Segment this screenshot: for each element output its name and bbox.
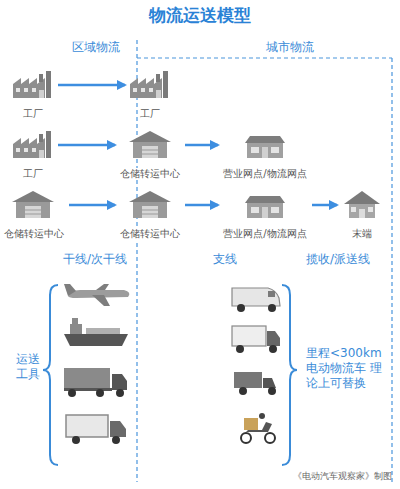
site-name: 仓储转运中心: [119, 228, 181, 240]
truck-icon: [64, 368, 127, 397]
logistics-site: 仓储转运中心: [118, 188, 182, 241]
tricycle-icon: [234, 372, 276, 395]
flow-arrow: [69, 204, 115, 207]
van-icon: [232, 288, 280, 312]
node-icons: [12, 71, 380, 218]
logistics-site: 工厂: [128, 68, 172, 121]
brace: [43, 285, 297, 465]
logistics-site: 营业网点/物流网点: [221, 128, 309, 181]
section-label: 干线/次干线: [63, 252, 127, 267]
flow-arrow: [58, 84, 125, 87]
section-label: 里程<300km 电动物流车 理论上可替换: [306, 346, 388, 391]
section-label: 区域物流: [72, 40, 120, 55]
section-label: 城市物流: [266, 40, 314, 55]
flow-arrow: [185, 144, 218, 147]
light-truck-icon: [232, 326, 280, 353]
site-name: 营业网点/物流网点: [222, 228, 307, 240]
flow-arrow: [185, 204, 218, 207]
logistics-site: 仓储转运中心: [118, 128, 182, 181]
logistics-site: 工厂: [11, 68, 55, 121]
site-name: 工厂: [139, 108, 161, 120]
logistics-site: 营业网点/物流网点: [221, 188, 309, 241]
region-frame: [137, 40, 392, 482]
diagram-title: 物流运送模型: [0, 4, 400, 27]
flow-arrow: [312, 204, 337, 207]
ship-icon: [64, 318, 128, 346]
airplane-icon: [64, 284, 129, 306]
section-label: 运送 工具: [16, 352, 40, 382]
logistics-site: 工厂: [11, 128, 55, 181]
site-name: 仓储转运中心: [119, 168, 181, 180]
logistics-site: 末端: [340, 188, 384, 241]
site-name: 营业网点/物流网点: [222, 168, 307, 180]
logistics-site: 仓储转运中心: [2, 188, 66, 241]
flow-arrow: [58, 144, 115, 147]
section-label: 支线: [213, 252, 237, 267]
section-label: 揽收/派送线: [306, 252, 370, 267]
motorcycle-icon: [241, 413, 275, 443]
site-name: 工厂: [22, 108, 44, 120]
site-name: 末端: [351, 228, 373, 240]
site-name: 仓储转运中心: [3, 228, 65, 240]
source-caption: 《电动汽车观察家》制图: [293, 470, 392, 483]
truck-icon: [66, 415, 126, 444]
site-name: 工厂: [22, 168, 44, 180]
